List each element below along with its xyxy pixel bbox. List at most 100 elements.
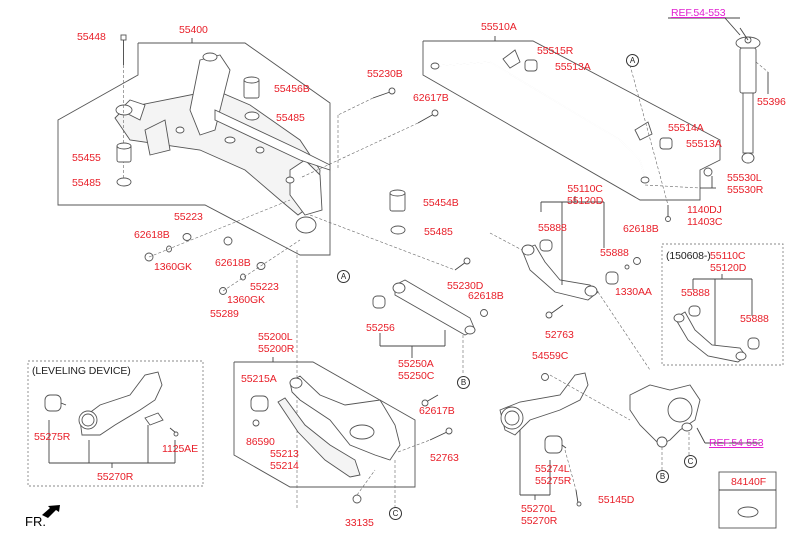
label-1360GK-a[interactable]: 1360GK [154,261,192,273]
label-55230B[interactable]: 55230B [367,68,403,80]
label-62617B-upper[interactable]: 62617B [413,92,449,104]
bushing-55888-c [688,305,701,317]
lower-arm-plate [277,397,361,478]
bracket-55515R [502,49,521,69]
knuckle [629,384,701,448]
label-62618B-b[interactable]: 62618B [215,257,251,269]
bolt-1140DJ [629,64,671,222]
ref-54-553-bottom[interactable]: REF.54-553 [709,437,764,449]
label-55485-b[interactable]: 55485 [72,177,101,189]
label-55455[interactable]: 55455 [72,152,101,164]
label-1360GK-b[interactable]: 1360GK [227,294,265,306]
label-55888-b[interactable]: 55888 [600,247,629,259]
label-86590[interactable]: 86590 [246,436,275,448]
label-55275R-leveling[interactable]: 55275R [34,431,71,443]
label-55448[interactable]: 55448 [77,31,106,43]
label-55145D[interactable]: 55145D [598,494,635,506]
bushing-55888-d [747,337,760,350]
label-55215A[interactable]: 55215A [241,373,277,385]
label-55456B[interactable]: 55456B [274,83,310,95]
label-52763-lower[interactable]: 52763 [430,452,459,464]
bushing-55454B [389,189,406,212]
connector-a-top: A [626,54,639,67]
washer-1330AA [624,264,630,270]
label-55223-b[interactable]: 55223 [250,281,279,293]
leveling-trailing-arm [78,371,163,436]
label-62617B-lower[interactable]: 62617B [419,405,455,417]
variant-box [661,243,784,366]
bolt-55145D [564,449,582,507]
label-54559C[interactable]: 54559C [532,350,569,362]
leveling-device-title: (LEVELING DEVICE) [32,365,131,377]
washer-55485-b [244,111,260,121]
plug-box [718,471,777,529]
washer-55485-c [390,225,406,235]
label-55515R[interactable]: 55515R [537,45,574,57]
label-1330AA[interactable]: 1330AA [615,286,652,298]
lower-arm-group-bracket [233,361,416,488]
label-55230D[interactable]: 55230D [447,280,484,292]
bushing-55455 [116,142,132,163]
label-55396[interactable]: 55396 [757,96,786,108]
bolt-55448 [120,34,127,185]
bushing-55888-a [539,239,553,252]
connector-a-lower: A [337,270,350,283]
label-55485-c[interactable]: 55485 [424,226,453,238]
bushing-55888-b [605,271,619,285]
nut-62618B-b [223,236,233,246]
label-55289[interactable]: 55289 [210,308,239,320]
bushing-55256 [372,295,386,309]
label-62618B-d[interactable]: 62618B [468,290,504,302]
label-55223-a[interactable]: 55223 [174,211,203,223]
label-55888-a[interactable]: 55888 [538,222,567,234]
label-55888-c[interactable]: 55888 [681,287,710,299]
stabilizer-bar [430,61,650,184]
label-55485-a[interactable]: 55485 [276,112,305,124]
connector-b-right: B [656,470,669,483]
label-33135[interactable]: 33135 [345,517,374,529]
bolt-55396 [755,61,769,94]
washer-55485-a [116,177,132,187]
plug-84140F [737,506,759,518]
bolt-62617B-lower [421,394,439,407]
connector-b-left: B [457,376,470,389]
connector-c-left: C [389,507,402,520]
label-55514A[interactable]: 55514A [668,122,704,134]
nut-33135 [352,494,362,504]
label-55400[interactable]: 55400 [179,24,208,36]
variant-note: (150608-) [666,250,711,262]
bolt-55230D [454,257,471,271]
label-55510A[interactable]: 55510A [481,21,517,33]
label-55270R-leveling[interactable]: 55270R [97,471,134,483]
stabilizer-link [644,167,716,189]
stabilizer-group-bracket [422,40,721,201]
shock-absorber [735,27,761,164]
label-84140F[interactable]: 84140F [731,476,767,488]
label-55256[interactable]: 55256 [366,322,395,334]
label-62618B-a[interactable]: 62618B [134,229,170,241]
label-55513A-b[interactable]: 55513A [686,138,722,150]
bolt-62617B-upper [299,109,439,179]
label-55513A-a[interactable]: 55513A [555,61,591,73]
bolt-52763-upper [545,304,564,319]
upper-arm-variant [673,311,747,363]
ref-54-553-top[interactable]: REF.54-553 [671,7,726,19]
bracket-55514A [634,121,653,141]
label-1125AE[interactable]: 1125AE [162,443,198,455]
label-55454B[interactable]: 55454B [423,197,459,209]
nut-54559C [541,373,549,381]
label-62618B-c[interactable]: 62618B [623,223,659,235]
label-55888-d[interactable]: 55888 [740,313,769,325]
label-52763-upper[interactable]: 52763 [545,329,574,341]
bushing-55215A [250,395,269,412]
